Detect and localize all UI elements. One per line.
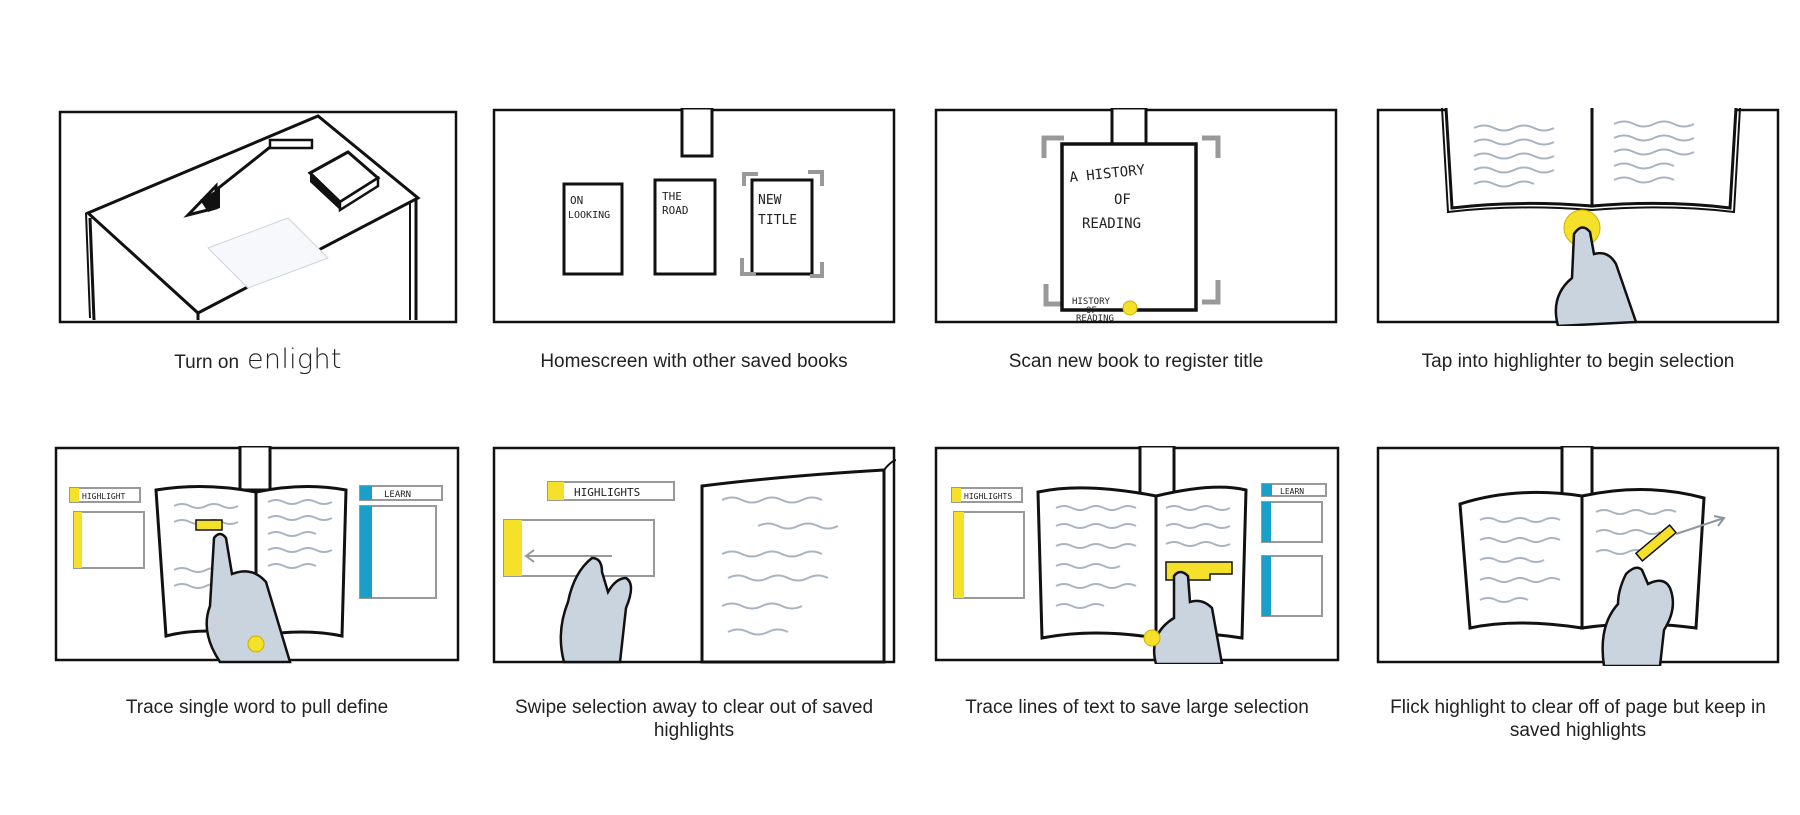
book-a-history-of-reading bbox=[1060, 142, 1198, 312]
learn-panel bbox=[1261, 501, 1323, 543]
panel-7-caption: Trace lines of text to save large select… bbox=[965, 697, 1309, 718]
storyboard-panel-2: ON LOOKING THE ROAD NEW TITLE bbox=[492, 108, 896, 326]
storyboard-panel-8 bbox=[1376, 446, 1780, 666]
book-title-line-2: LOOKING bbox=[568, 210, 610, 221]
panel-2-caption: Homescreen with other saved books bbox=[540, 351, 848, 372]
storyboard-panel-5: HIGHLIGHT LEARN bbox=[54, 446, 460, 664]
book-title-line-4: ROAD bbox=[662, 204, 689, 217]
lamp-head-icon bbox=[1138, 446, 1176, 500]
open-book-icon bbox=[1441, 108, 1741, 214]
highlight-panel bbox=[73, 511, 145, 569]
scan-brackets bbox=[1041, 135, 1221, 307]
panel-1-drawing bbox=[58, 110, 458, 324]
panel-3-drawing: A HISTORY OF READING HISTORY OF READING bbox=[934, 108, 1338, 324]
enlight-brand-name: enlight bbox=[247, 344, 342, 375]
storyboard-panel-4 bbox=[1376, 108, 1780, 326]
book-cover-text: OF bbox=[1114, 192, 1131, 208]
lamp-head-icon bbox=[238, 446, 272, 492]
panel-8-caption: Flick highlight to clear off of page but… bbox=[1390, 697, 1766, 741]
panel-3-caption: Scan new book to register title bbox=[1008, 351, 1264, 372]
storyboard-panel-7: HIGHLIGHTS LEARN bbox=[934, 446, 1340, 664]
panel-1-caption: Turn on enlight bbox=[58, 346, 458, 374]
book-cover-text: READING bbox=[1082, 216, 1141, 232]
learn-label: LEARN bbox=[384, 490, 411, 500]
storyboard-panel-6: HIGHLIGHTS bbox=[492, 446, 896, 666]
arrow-flick-icon bbox=[1675, 515, 1726, 535]
thumb-title-line-3: READING bbox=[1076, 314, 1114, 324]
hand-pointer-icon bbox=[205, 532, 292, 664]
open-book-icon bbox=[700, 459, 896, 664]
desk-lamp-icon bbox=[183, 138, 314, 218]
book-title-line-1: ON bbox=[570, 194, 583, 207]
panel-6-caption: Swipe selection away to clear out of sav… bbox=[514, 697, 874, 741]
book-title-line-5: NEW bbox=[758, 193, 782, 208]
hand-pointer-icon bbox=[1554, 226, 1638, 326]
book-new-title bbox=[750, 178, 814, 276]
panel-2-drawing: ON LOOKING THE ROAD NEW TITLE bbox=[492, 108, 896, 324]
arrow-left-icon bbox=[524, 549, 612, 563]
book-icon bbox=[307, 150, 381, 213]
highlight-label: HIGHLIGHT bbox=[82, 492, 126, 501]
panel-4-caption: Tap into highlighter to begin selection bbox=[1421, 351, 1735, 372]
flicked-highlight bbox=[1634, 523, 1678, 563]
caption-text: Turn on bbox=[174, 352, 240, 373]
highlighter-dot bbox=[247, 635, 265, 653]
highlighter-dot bbox=[1122, 300, 1138, 316]
thumb-title-line-1: HISTORY bbox=[1072, 297, 1111, 307]
hand-pointer-icon bbox=[1601, 566, 1675, 666]
scan-brackets bbox=[740, 170, 824, 278]
open-book-icon bbox=[1036, 485, 1248, 640]
storyboard-panel-1 bbox=[58, 108, 458, 326]
panel-8-drawing bbox=[1376, 446, 1780, 666]
book-title-line-6: TITLE bbox=[758, 213, 797, 228]
panel-5-drawing: HIGHLIGHT LEARN bbox=[54, 446, 460, 664]
book-cover-text: A HISTORY bbox=[1069, 162, 1147, 186]
book-the-road bbox=[653, 178, 717, 276]
storyboard-panel-3: A HISTORY OF READING HISTORY OF READING bbox=[934, 108, 1338, 326]
lamp-head-icon bbox=[680, 108, 714, 158]
hand-pointer-icon bbox=[559, 556, 633, 664]
selection-card bbox=[503, 519, 655, 577]
panel-7-drawing: HIGHLIGHTS LEARN bbox=[934, 446, 1340, 664]
lamp-head-icon bbox=[1560, 446, 1594, 498]
highlight-panel bbox=[953, 511, 1025, 599]
book-on-looking bbox=[562, 182, 624, 276]
learn-label: LEARN bbox=[1280, 487, 1304, 496]
panel-5-caption: Trace single word to pull define bbox=[125, 697, 389, 718]
thumb-title-line-2: OF bbox=[1086, 306, 1097, 316]
panel-6-drawing: HIGHLIGHTS bbox=[492, 446, 896, 664]
panel-4-drawing bbox=[1376, 108, 1780, 326]
book-title-line-3: THE bbox=[662, 190, 682, 203]
learn-panel bbox=[359, 505, 437, 599]
highlighter-dot bbox=[1143, 629, 1161, 647]
learn-panel bbox=[1261, 555, 1323, 617]
highlights-label: HIGHLIGHTS bbox=[964, 492, 1012, 501]
highlights-label: HIGHLIGHTS bbox=[574, 486, 640, 499]
